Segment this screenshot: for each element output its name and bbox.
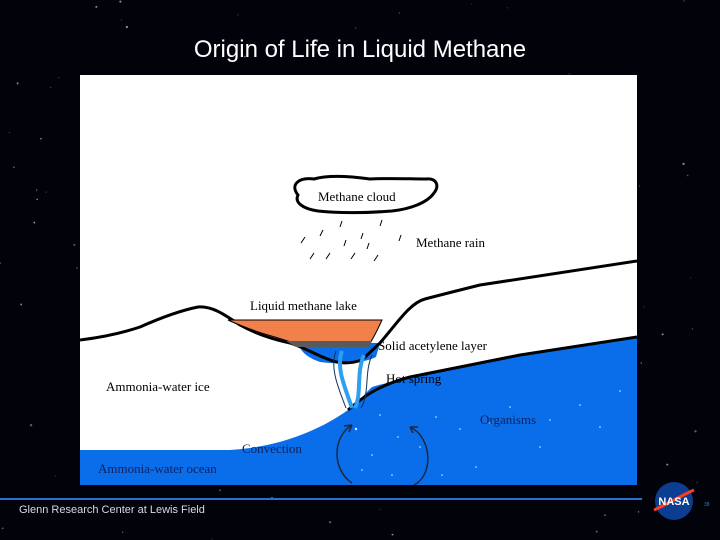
star-dot <box>1 527 4 530</box>
star-dot <box>666 463 669 466</box>
star-dot <box>355 27 357 29</box>
organisms-specks <box>354 390 621 476</box>
star-dot <box>20 303 23 306</box>
star-dot <box>237 14 239 16</box>
star-dot <box>445 53 447 55</box>
nasa-logo-text: NASA <box>658 496 689 508</box>
star-dot <box>16 82 19 85</box>
label-liquid-methane-lake: Liquid methane lake <box>250 298 357 313</box>
page-number: 38 <box>704 502 710 508</box>
label-ammonia-water-ice: Ammonia-water ice <box>106 379 210 394</box>
star-dot <box>391 533 394 536</box>
convection-arrow-right <box>409 426 429 485</box>
star-dot <box>272 47 275 50</box>
subsurface-water-pocket <box>298 342 380 364</box>
convection-arrow-right-head <box>409 426 418 434</box>
star-dot <box>36 189 38 191</box>
star-dot <box>682 162 685 166</box>
star-dot <box>191 516 193 517</box>
star-dot <box>73 243 76 246</box>
star-dot <box>243 55 246 58</box>
star-dot <box>472 40 475 43</box>
hot-spring-channel-right <box>353 354 366 409</box>
star-dot <box>315 39 319 42</box>
star-dot <box>40 137 42 140</box>
star-dot <box>119 0 122 3</box>
star-dot <box>219 489 221 492</box>
label-solid-acetylene-layer: Solid acetylene layer <box>378 338 488 353</box>
ammonia-water-ocean-shape <box>80 337 637 485</box>
star-dot <box>172 511 174 513</box>
convection-arrow-left <box>336 424 353 484</box>
star-dot <box>29 424 33 427</box>
star-dot <box>120 19 122 21</box>
star-dot <box>211 538 213 540</box>
footer-divider <box>0 498 642 500</box>
star-dot <box>9 132 11 133</box>
star-dot <box>121 531 124 533</box>
label-organisms: Organisms <box>480 412 536 427</box>
star-dot <box>683 0 685 2</box>
star-dot <box>694 430 697 433</box>
star-dot <box>643 306 645 308</box>
star-dot <box>696 481 698 484</box>
liquid-methane-lake <box>227 319 383 344</box>
star-dot <box>639 185 641 187</box>
ice-ocean-boundary-line <box>347 335 637 412</box>
slide-title: Origin of Life in Liquid Methane <box>193 36 527 63</box>
label-hot-spring: Hot spring <box>386 371 442 386</box>
terrain-surface-line <box>80 259 637 365</box>
methane-rain-drops <box>300 219 402 262</box>
star-dot <box>661 333 664 336</box>
star-dot <box>506 7 508 9</box>
star-dot <box>0 262 1 264</box>
hot-spring-channel-outline <box>333 350 373 409</box>
star-dot <box>328 521 332 524</box>
star-dot <box>398 12 400 14</box>
methane-cloud <box>293 174 439 214</box>
star-dot <box>36 198 38 201</box>
hot-spring-channel-left <box>337 350 354 409</box>
nasa-logo: NASA <box>653 482 695 520</box>
star-dot <box>45 191 47 193</box>
star-dot <box>95 5 98 8</box>
star-dot <box>33 221 36 224</box>
label-methane-cloud: Methane cloud <box>318 189 396 204</box>
star-dot <box>686 174 689 177</box>
star-dot <box>448 45 451 48</box>
star-dot <box>691 328 694 330</box>
label-convection: Convection <box>242 441 302 456</box>
label-methane-rain: Methane rain <box>416 235 485 250</box>
star-dot <box>125 25 129 29</box>
star-dot <box>379 508 381 510</box>
solid-acetylene-layer <box>286 341 372 347</box>
star-dot <box>470 3 472 5</box>
star-dot <box>637 511 640 513</box>
star-dot <box>595 530 598 533</box>
footer-text: Glenn Research Center at Lewis Field <box>19 504 205 516</box>
convection-arrow-left-head <box>343 424 353 433</box>
star-dot <box>58 77 60 79</box>
star-dot <box>13 166 15 169</box>
star-dot <box>604 514 606 516</box>
star-dot <box>76 267 78 269</box>
star-dot <box>640 362 642 364</box>
titan-methane-diagram: Methane cloud Methane rain Liquid methan… <box>80 75 637 485</box>
star-dot <box>690 277 692 279</box>
label-ammonia-water-ocean: Ammonia-water ocean <box>98 461 217 476</box>
star-dot <box>50 86 52 88</box>
star-dot <box>55 475 57 477</box>
star-dot <box>568 73 570 75</box>
